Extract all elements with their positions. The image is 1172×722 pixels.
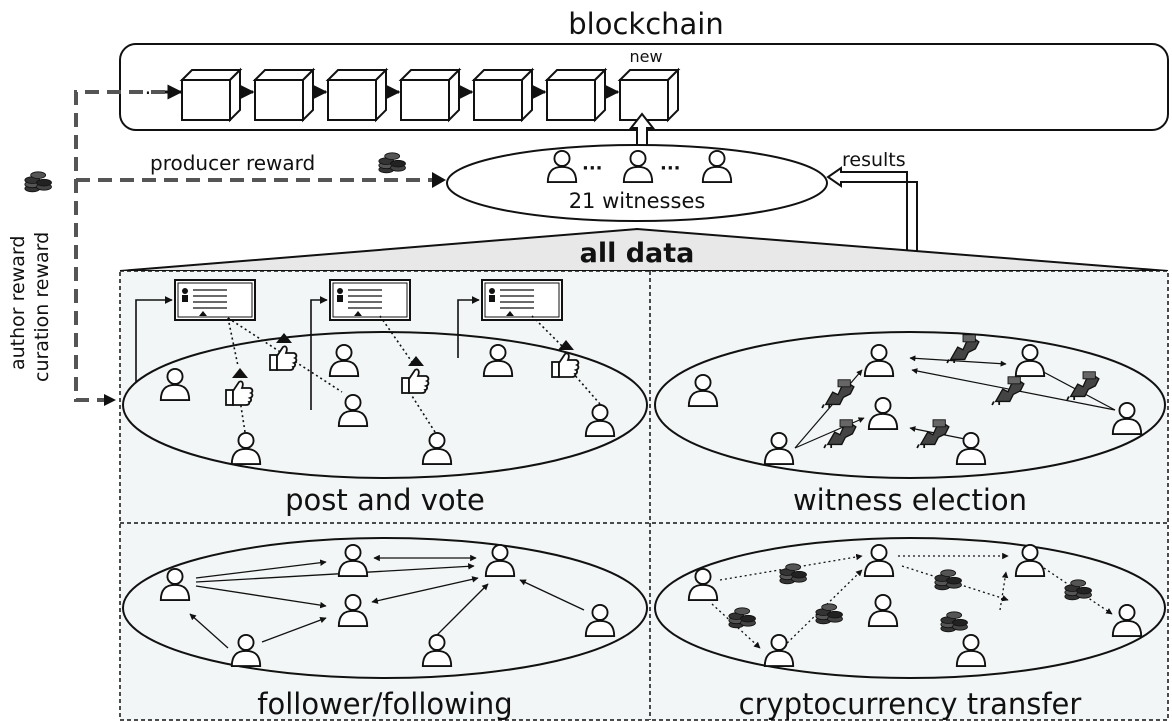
- witness-dots-left: ···: [582, 158, 603, 179]
- cryptocurrency-transfer-ellipse: [654, 537, 1166, 679]
- all-data-label: all data: [580, 238, 695, 269]
- coin-stack-icon: [378, 152, 406, 174]
- follower-following-ellipse: [122, 537, 648, 679]
- panel-post-and-vote: post and vote: [122, 279, 648, 517]
- reward-dashed-lines: [74, 90, 432, 402]
- post-and-vote-label: post and vote: [285, 483, 485, 517]
- witnesses-label: 21 witnesses: [569, 189, 706, 213]
- block-cube-icon: [546, 69, 606, 121]
- author-reward-label: author reward: [7, 236, 29, 370]
- panel-cryptocurrency-transfer: cryptocurrency transfer: [654, 537, 1166, 721]
- witness-dots-right: ···: [660, 158, 681, 179]
- post-card-icon: [329, 279, 411, 321]
- coin-stack-icon: [24, 171, 52, 193]
- block-cube-icon: [254, 69, 314, 121]
- curation-reward-label: curation reward: [31, 232, 53, 382]
- post-card-icon: [481, 279, 563, 321]
- block-cube-icon: [400, 69, 460, 121]
- blockchain-title: blockchain: [568, 7, 723, 41]
- panel-follower-following: follower/following: [122, 537, 648, 721]
- block-cube-icon: [327, 69, 387, 121]
- follower-following-label: follower/following: [257, 687, 512, 721]
- block-cube-icon: [181, 69, 241, 121]
- post-card-icon: [174, 279, 256, 321]
- block-cube-icon: [473, 69, 533, 121]
- new-block-cube-icon: [619, 69, 679, 121]
- panel-witness-election: witness election: [654, 331, 1166, 517]
- cryptocurrency-transfer-label: cryptocurrency transfer: [739, 687, 1082, 721]
- producer-reward-label: producer reward: [150, 151, 315, 175]
- results-label: results: [842, 149, 906, 171]
- new-block-label: new: [629, 47, 662, 66]
- witness-election-label: witness election: [793, 483, 1027, 517]
- blocks: [181, 69, 679, 121]
